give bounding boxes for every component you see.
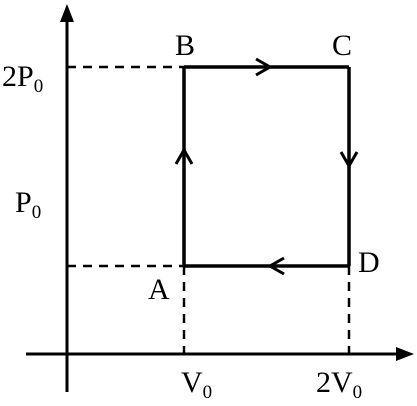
x-tick-v0: V0 bbox=[181, 366, 212, 403]
y-tick-p0-sub: 0 bbox=[32, 202, 42, 223]
arrow-up-icon bbox=[174, 146, 194, 165]
x-tick-2v0: 2V0 bbox=[316, 366, 362, 403]
x-tick-v0-main: V bbox=[181, 366, 203, 399]
y-axis-arrow bbox=[60, 4, 74, 22]
point-label-c: C bbox=[332, 29, 352, 62]
arrow-right-icon bbox=[255, 57, 274, 77]
point-label-b: B bbox=[175, 29, 195, 62]
arrow-down-icon bbox=[339, 151, 359, 170]
x-axis-arrow bbox=[396, 347, 414, 361]
point-label-a: A bbox=[148, 273, 170, 306]
point-label-d: D bbox=[358, 246, 380, 279]
y-tick-2p0: 2P0 bbox=[2, 60, 43, 97]
y-tick-p0-main: P bbox=[15, 186, 32, 219]
arrow-left-icon bbox=[266, 256, 285, 276]
y-tick-2p0-sub: 0 bbox=[34, 76, 44, 97]
y-tick-p0: P0 bbox=[15, 186, 41, 223]
x-tick-2v0-sub: 0 bbox=[353, 382, 363, 403]
x-tick-2v0-main: 2V bbox=[316, 366, 353, 399]
x-tick-v0-sub: 0 bbox=[203, 382, 213, 403]
y-tick-2p0-main: 2P bbox=[2, 60, 34, 93]
